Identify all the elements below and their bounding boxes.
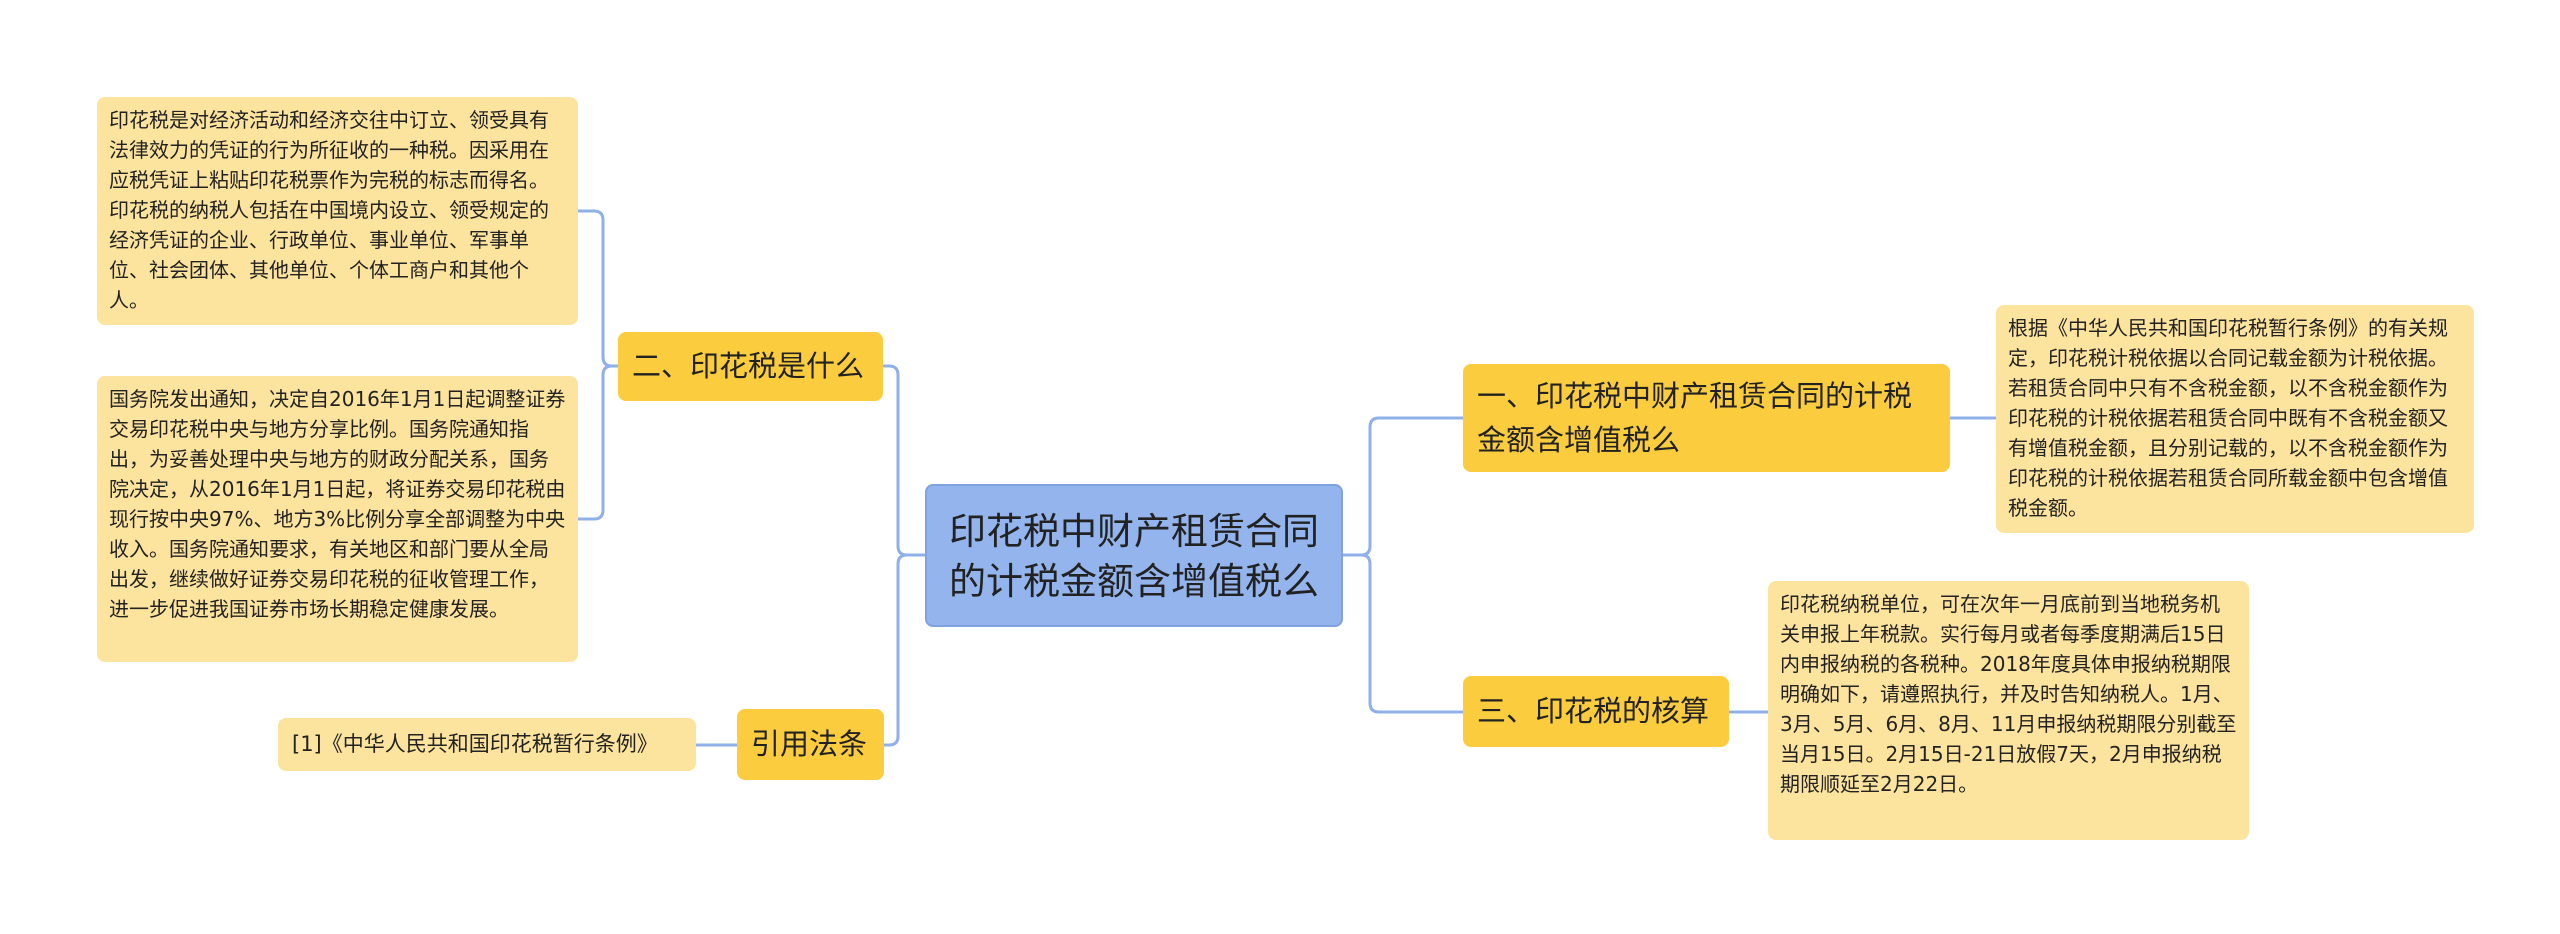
branch-stamp-tax-accounting[interactable]: 三、印花税的核算 [1463, 676, 1729, 747]
connector-what-is-to-notice [576, 364, 620, 521]
detail-state-council-notice[interactable]: 国务院发出通知，决定自2016年1月1日起调整证券交易印花税中央与地方分享比例。… [97, 376, 578, 662]
connector-central-to-basis [1341, 416, 1465, 557]
detail-stamp-tax-definition[interactable]: 印花税是对经济活动和经济交往中订立、领受具有法律效力的凭证的行为所征收的一种税。… [97, 97, 578, 325]
detail-law-reference[interactable]: [1]《中华人民共和国印花税暂行条例》 [278, 718, 696, 771]
detail-tax-basis[interactable]: 根据《中华人民共和国印花税暂行条例》的有关规定，印花税计税依据以合同记载金额为计… [1996, 305, 2474, 533]
connector-central-to-accounting [1341, 553, 1465, 714]
connector-what-is-to-definition [576, 209, 620, 368]
connector-central-to-references [882, 553, 927, 747]
central-topic[interactable]: 印花税中财产租赁合同的计税金额含增值税么 [925, 484, 1343, 627]
branch-references[interactable]: 引用法条 [737, 709, 884, 780]
detail-filing-period[interactable]: 印花税纳税单位，可在次年一月底前到当地税务机关申报上年税款。实行每月或者每季度期… [1768, 581, 2249, 840]
connector-central-to-what-is [882, 364, 927, 557]
branch-tax-basis-vat-question[interactable]: 一、印花税中财产租赁合同的计税金额含增值税么 [1463, 364, 1950, 472]
branch-what-is-stamp-tax[interactable]: 二、印花税是什么 [618, 332, 883, 401]
